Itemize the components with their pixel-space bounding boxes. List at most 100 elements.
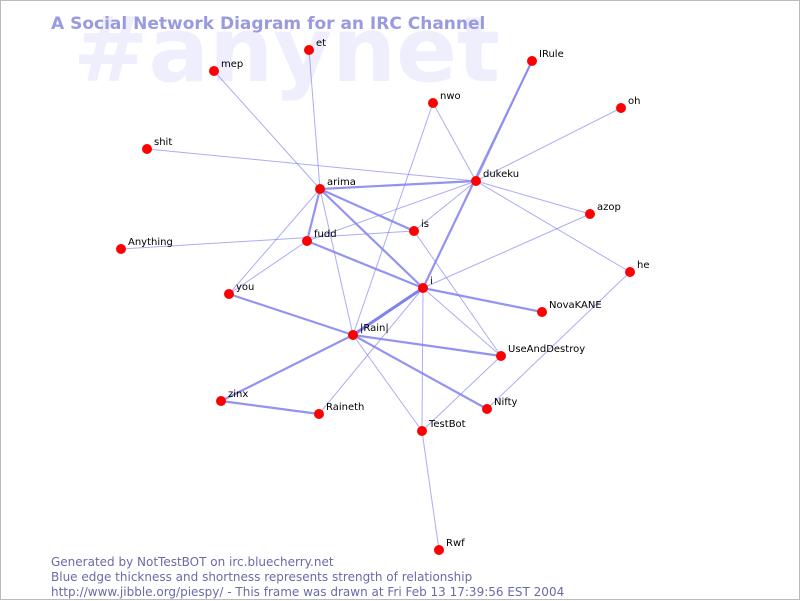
node-dot-you xyxy=(224,289,234,299)
node-label-he: he xyxy=(637,260,650,271)
edge-i-Raineth xyxy=(318,287,424,415)
edge-i-UseAndDestroy xyxy=(422,287,502,357)
node-label-zinx: zinx xyxy=(228,389,248,400)
edge-dukeku-is xyxy=(413,180,477,232)
node-label-Rwf: Rwf xyxy=(446,538,465,549)
node-label-you: you xyxy=(236,282,254,293)
edge-TestBot-Rwf xyxy=(421,430,440,551)
edge-JRainJ-UseAndDestroy xyxy=(351,333,503,358)
edge-oh-dukeku xyxy=(475,107,622,182)
node-dukeku: dukeku xyxy=(471,169,519,186)
node-is: is xyxy=(409,219,429,236)
node-label-mep: mep xyxy=(221,59,243,70)
node-dot-fudd xyxy=(302,236,312,246)
edge-JRainJ-zinx xyxy=(219,333,355,403)
node-dot-mep xyxy=(209,66,219,76)
node-he: he xyxy=(625,260,650,277)
node-UseAndDestroy: UseAndDestroy xyxy=(496,344,585,361)
footer-legend: Blue edge thickness and shortness repres… xyxy=(51,570,472,584)
node-dot-IRule xyxy=(527,56,537,66)
node-Rwf: Rwf xyxy=(434,538,465,555)
edge-fudd-you xyxy=(228,240,308,295)
node-label-JRainJ: |Rain| xyxy=(360,323,389,334)
node-label-i: i xyxy=(430,276,433,287)
node-you: you xyxy=(224,282,254,299)
diagram-title: A Social Network Diagram for an IRC Chan… xyxy=(51,14,485,34)
channel-watermark: #anynet xyxy=(73,1,500,103)
edge-zinx-Raineth xyxy=(219,399,321,416)
node-dot-azop xyxy=(585,209,595,219)
node-dot-TestBot xyxy=(417,426,427,436)
node-shit: shit xyxy=(142,137,172,154)
node-dot-dukeku xyxy=(471,176,481,186)
node-label-TestBot: TestBot xyxy=(428,419,466,430)
edge-nwo-JRainJ xyxy=(352,102,434,336)
edge-dukeku-azop xyxy=(475,180,591,215)
node-label-Anything: Anything xyxy=(128,237,173,248)
node-azop: azop xyxy=(585,202,621,219)
node-Raineth: Raineth xyxy=(314,402,364,419)
edge-i-JRainJ xyxy=(351,286,425,337)
node-label-NovaKANE: NovaKANE xyxy=(549,300,602,311)
node-dot-shit xyxy=(142,144,152,154)
node-label-Nifty: Nifty xyxy=(494,397,518,408)
edge-dukeku-fudd xyxy=(306,180,477,242)
node-dot-Rwf xyxy=(434,545,444,555)
node-oh: oh xyxy=(616,96,640,113)
node-label-arima: arima xyxy=(327,177,356,188)
node-arima: arima xyxy=(315,177,356,194)
node-NovaKANE: NovaKANE xyxy=(537,300,602,317)
node-label-IRule: IRule xyxy=(539,49,564,60)
edge-arima-is xyxy=(318,187,416,233)
edge-azop-i xyxy=(422,213,591,289)
node-IRule: IRule xyxy=(527,49,564,66)
node-et: et xyxy=(304,38,326,55)
node-label-UseAndDestroy: UseAndDestroy xyxy=(508,344,585,355)
node-dot-arima xyxy=(315,184,325,194)
edge-arima-you xyxy=(228,188,321,295)
node-dot-Nifty xyxy=(482,404,492,414)
node-TestBot: TestBot xyxy=(417,419,466,436)
edge-arima-fudd xyxy=(305,187,322,243)
node-Anything: Anything xyxy=(116,237,173,254)
node-dot-he xyxy=(625,267,635,277)
node-nwo: nwo xyxy=(428,91,461,108)
footer-generated-by: Generated by NotTestBOT on irc.bluecherr… xyxy=(51,555,334,569)
node-dot-is xyxy=(409,226,419,236)
edge-IRule-i xyxy=(421,59,534,290)
edge-arima-dukeku xyxy=(318,179,478,191)
edge-JRainJ-TestBot xyxy=(352,334,423,432)
edges-layer xyxy=(120,49,631,551)
node-label-nwo: nwo xyxy=(440,91,461,102)
node-fudd: fudd xyxy=(302,229,337,246)
edge-fudd-i xyxy=(305,239,425,290)
edge-is-UseAndDestroy xyxy=(413,230,502,357)
node-label-dukeku: dukeku xyxy=(483,169,519,180)
node-dot-zinx xyxy=(216,396,226,406)
edge-you-JRainJ xyxy=(227,292,355,337)
node-zinx: zinx xyxy=(216,389,248,406)
node-dot-JRainJ xyxy=(348,330,358,340)
edge-JRainJ-Nifty xyxy=(351,333,489,411)
edge-UseAndDestroy-TestBot xyxy=(421,355,502,432)
node-dot-NovaKANE xyxy=(537,307,547,317)
node-label-azop: azop xyxy=(597,202,621,213)
nodes-layer: et mep IRule nwo oh shit arima dukeku azop is fudd… xyxy=(116,38,650,555)
edge-i-TestBot xyxy=(421,287,424,432)
node-label-et: et xyxy=(316,38,326,49)
footer-url-timestamp: http://www.jibble.org/piespy/ - This fra… xyxy=(51,585,564,599)
node-Nifty: Nifty xyxy=(482,397,518,414)
node-label-oh: oh xyxy=(628,96,640,107)
node-dot-UseAndDestroy xyxy=(496,351,506,361)
edge-Nifty-he xyxy=(486,271,631,410)
node-JRainJ: |Rain| xyxy=(348,323,389,340)
node-dot-et xyxy=(304,45,314,55)
node-label-fudd: fudd xyxy=(314,229,337,240)
node-dot-Raineth xyxy=(314,409,324,419)
edge-mep-arima xyxy=(213,70,321,190)
edge-arima-JRainJ xyxy=(319,188,354,336)
edge-Anything-is xyxy=(120,230,415,250)
node-label-Raineth: Raineth xyxy=(326,402,364,413)
